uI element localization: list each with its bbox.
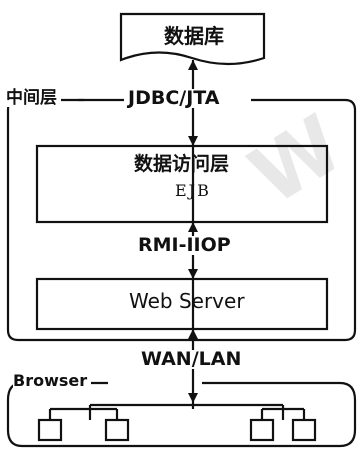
client-node (37, 418, 63, 442)
browser-label: Browser (13, 373, 92, 389)
arrow-up-web-server (188, 329, 198, 339)
ejb-label: EJB (175, 181, 211, 200)
client-node (104, 418, 130, 442)
jdbc-jta-label: JDBC/JTA (126, 87, 222, 109)
web-server-box (35, 277, 329, 331)
arrow-down-web-server (188, 269, 198, 279)
database-box (119, 12, 266, 66)
web-server-label: Web Server (129, 289, 245, 313)
arrow-down-data-access (188, 136, 198, 146)
database-label: 数据库 (164, 24, 224, 48)
data-access-label: 数据访问层 (134, 153, 230, 175)
client-node (291, 418, 317, 442)
client-node (249, 418, 275, 442)
browser-tier-container (6, 381, 357, 448)
arrow-down-browser (188, 393, 198, 403)
data-access-box (35, 144, 329, 224)
wan-lan-label: WAN/LAN (139, 348, 244, 370)
arrow-up-data-access (188, 222, 198, 232)
middle-tier-label: 中间层 (6, 90, 61, 107)
arrow-up-database (188, 60, 198, 70)
rmi-iiop-label: RMI-IIOP (136, 234, 233, 256)
